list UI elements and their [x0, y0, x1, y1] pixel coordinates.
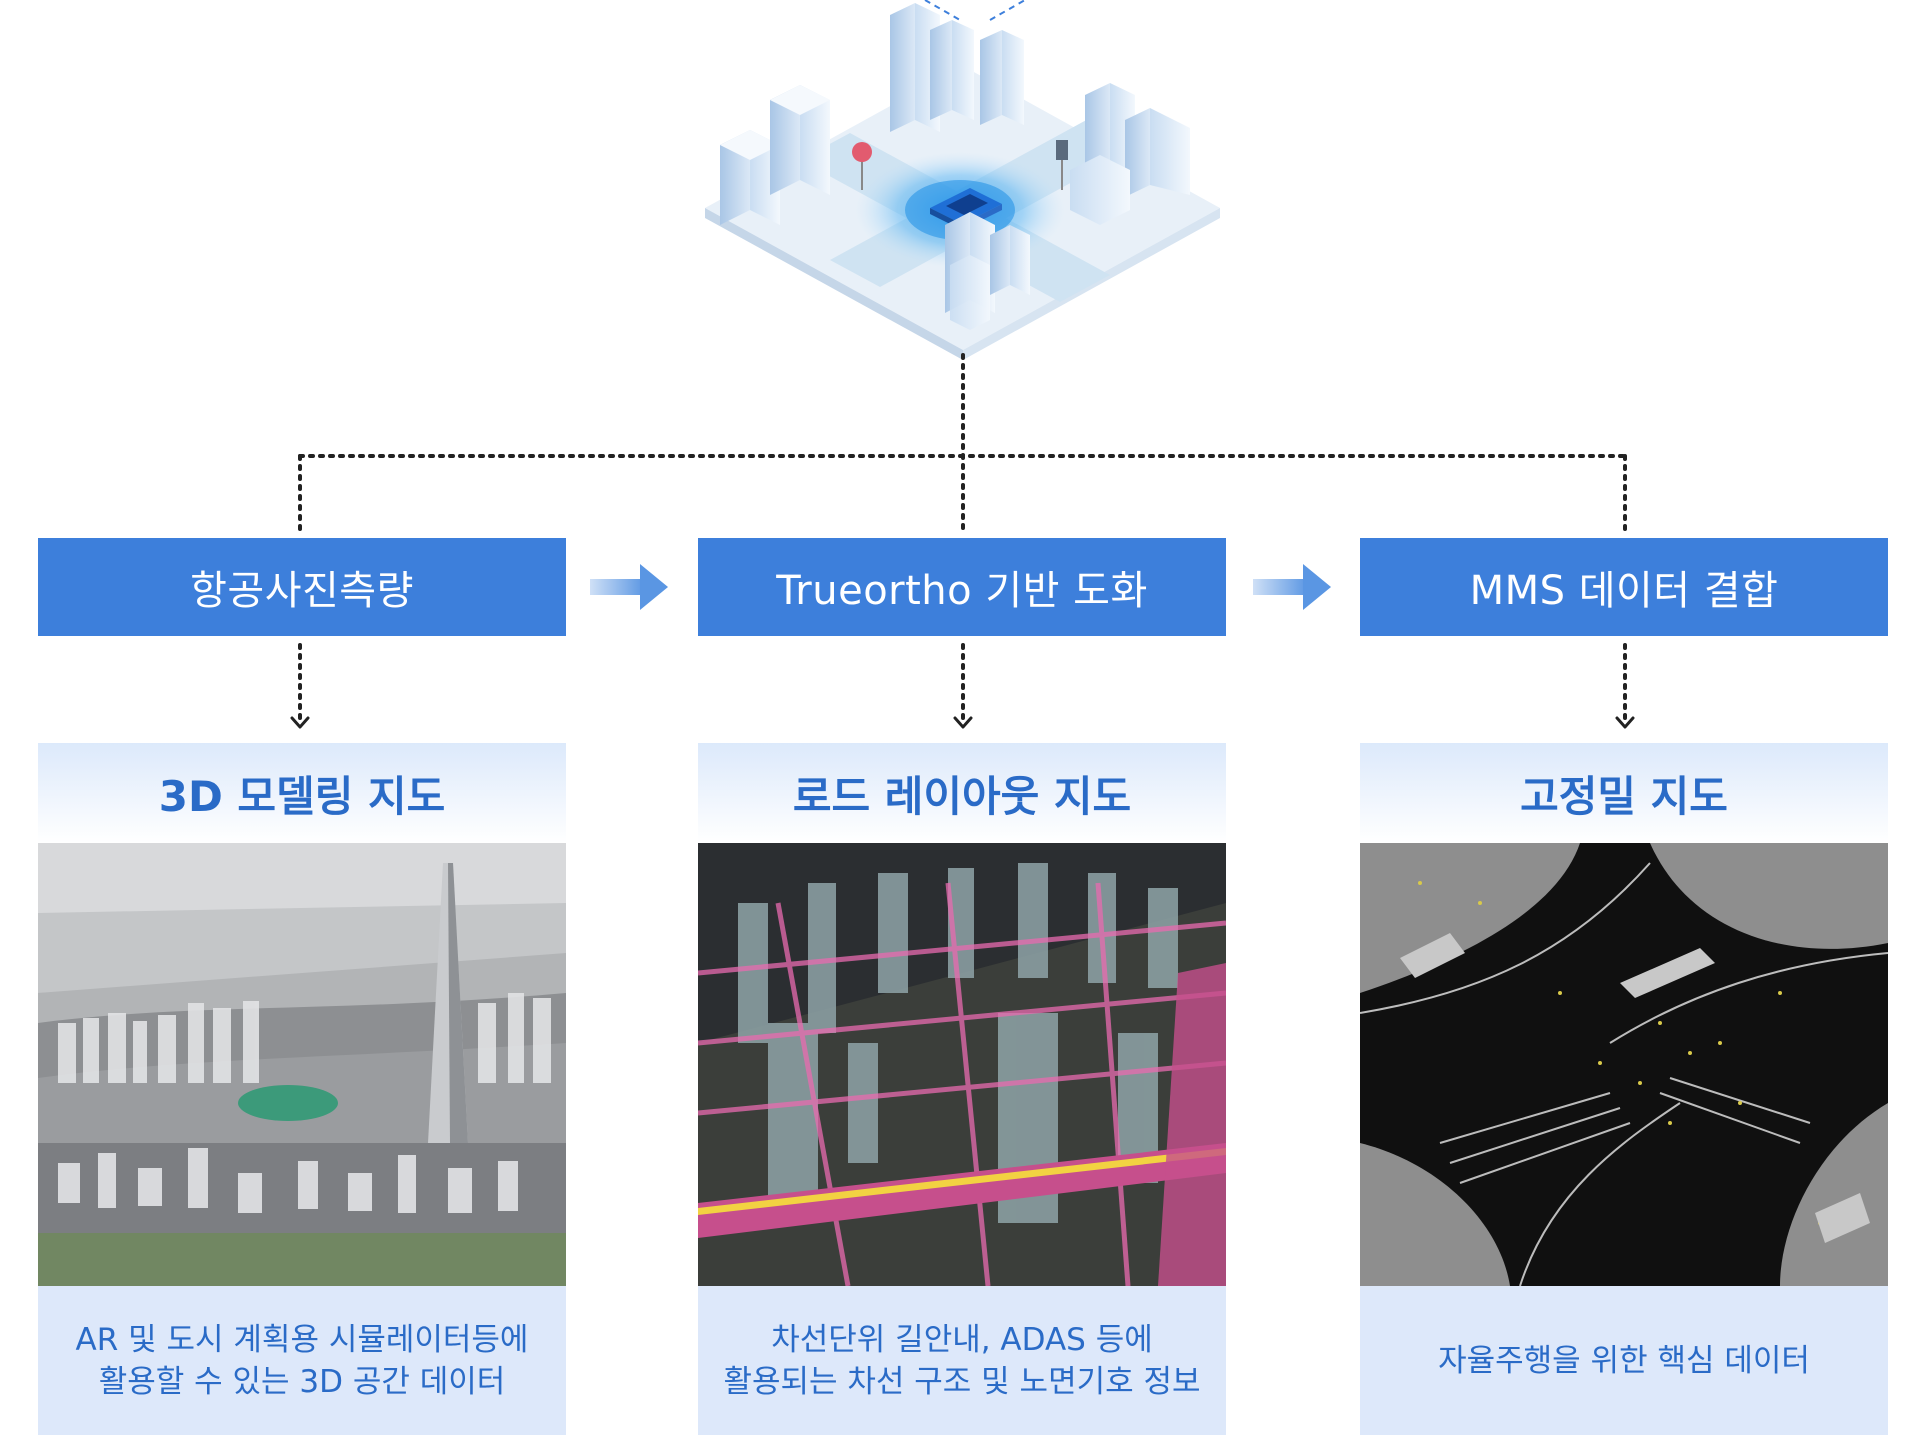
- card-description: AR 및 도시 계획용 시뮬레이터등에 활용할 수 있는 3D 공간 데이터: [38, 1286, 566, 1435]
- point-cloud-intersection-image: [1360, 843, 1888, 1286]
- desc-line: 자율주행을 위한 핵심 데이터: [1438, 1342, 1810, 1379]
- step-mms-merge: MMS 데이터 결합: [1360, 538, 1888, 636]
- desc-line: 차선단위 길안내, ADAS 등에: [771, 1321, 1153, 1358]
- desc-line: 활용되는 차선 구조 및 노면기호 정보: [723, 1363, 1201, 1400]
- road-layout-city-image: [698, 843, 1226, 1286]
- step-label: 항공사진측량: [190, 568, 414, 614]
- card-description: 자율주행을 위한 핵심 데이터: [1360, 1286, 1888, 1435]
- 3d-city-model-image: [38, 843, 566, 1286]
- card-description: 차선단위 길안내, ADAS 등에 활용되는 차선 구조 및 노면기호 정보: [698, 1286, 1226, 1435]
- step-label: Trueortho 기반 도화: [776, 568, 1148, 614]
- card-title: 로드 레이아웃 지도: [698, 743, 1226, 843]
- isometric-city-illustration: [705, 0, 1220, 360]
- step-label: MMS 데이터 결합: [1469, 568, 1779, 614]
- card-title: 고정밀 지도: [1360, 743, 1888, 843]
- card-hd-map: 고정밀 지도: [1360, 743, 1888, 1435]
- arrow-right-icon: [1253, 564, 1331, 610]
- desc-line: AR 및 도시 계획용 시뮬레이터등에: [75, 1321, 529, 1358]
- card-road-layout-map: 로드 레이아웃 지도: [698, 743, 1226, 1435]
- card-title: 3D 모델링 지도: [38, 743, 566, 843]
- desc-line: 활용할 수 있는 3D 공간 데이터: [98, 1363, 506, 1400]
- card-3d-modeling-map: 3D 모델링 지도: [38, 743, 566, 1435]
- step-trueortho-plotting: Trueortho 기반 도화: [698, 538, 1226, 636]
- arrow-right-icon: [590, 564, 668, 610]
- step-aerial-survey: 항공사진측량: [38, 538, 566, 636]
